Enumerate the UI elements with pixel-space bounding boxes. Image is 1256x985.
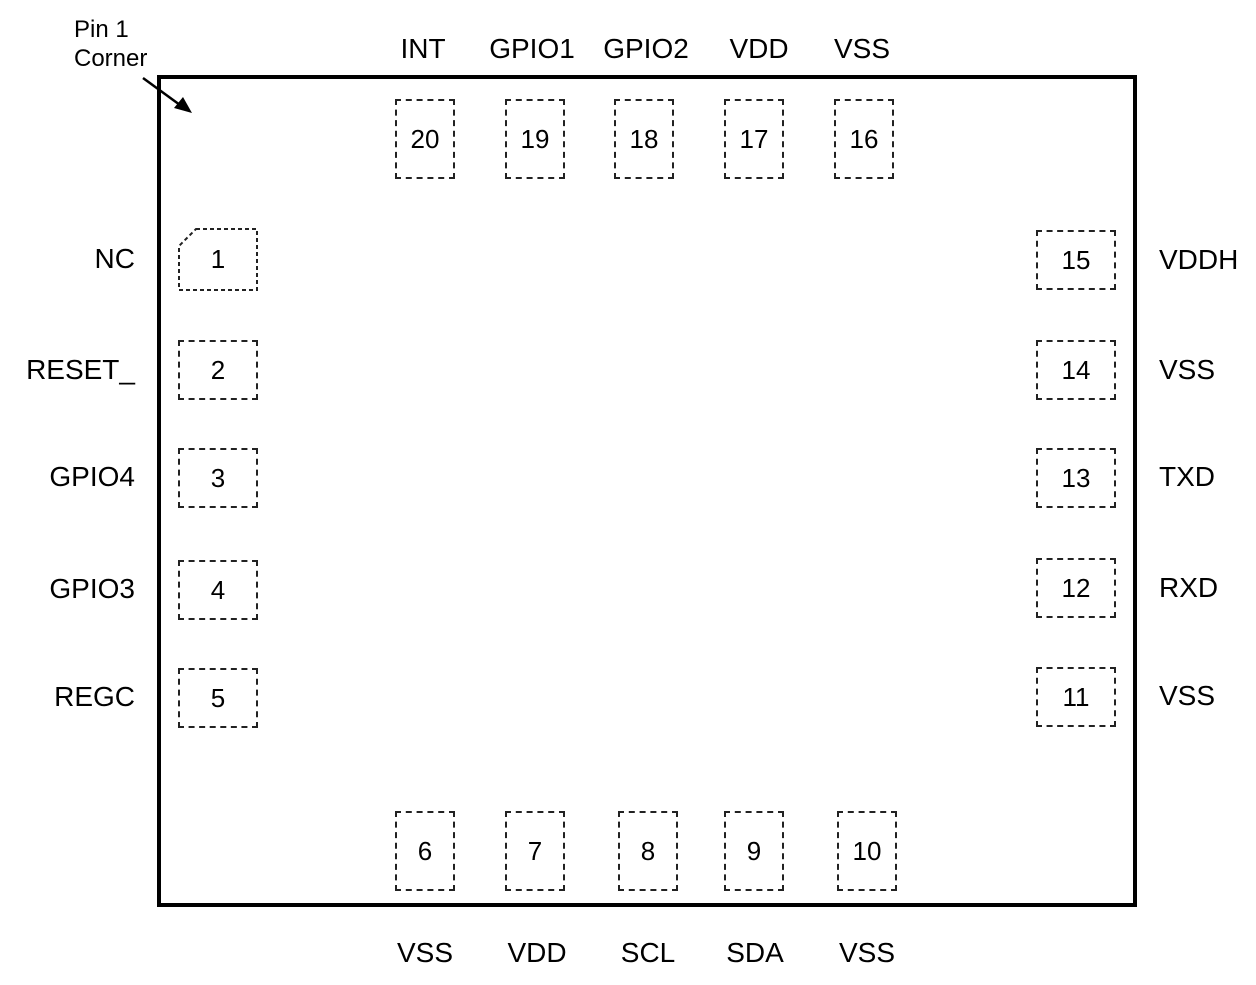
pin-label-14: VSS xyxy=(1159,354,1216,385)
pin-label-7: VDD xyxy=(507,937,567,968)
pad-17: 17 xyxy=(724,99,784,179)
pad-10: 10 xyxy=(837,811,897,891)
pad-9: 9 xyxy=(724,811,784,891)
pin-label-5: REGC xyxy=(54,681,135,712)
pin-number: 8 xyxy=(640,836,656,866)
pin-number: 4 xyxy=(210,575,226,605)
pad-6: 6 xyxy=(395,811,455,891)
pin-number: 1 xyxy=(210,244,226,274)
pin-number: 2 xyxy=(210,355,226,385)
pin-label-16: VSS xyxy=(833,33,891,64)
pin-label-1: NC xyxy=(94,243,135,274)
pin-label-12: RXD xyxy=(1159,572,1219,603)
pad-3: 3 xyxy=(178,448,258,508)
pad-18: 18 xyxy=(614,99,674,179)
pin-label-20: INT xyxy=(400,33,446,64)
pin-label-6: VSS xyxy=(396,937,454,968)
pin-number: 18 xyxy=(629,124,659,154)
pin-number: 10 xyxy=(852,836,882,866)
pad-1: 1 xyxy=(178,228,258,291)
pin-label-18: GPIO2 xyxy=(603,33,689,64)
pin1-corner-label-line2: Corner xyxy=(74,44,148,72)
pin-label-17: VDD xyxy=(729,33,789,64)
pin-number: 9 xyxy=(746,836,762,866)
pin-label-2: RESET_ xyxy=(26,354,135,385)
pad-2: 2 xyxy=(178,340,258,400)
pin-number: 20 xyxy=(410,124,440,154)
pin-label-13: TXD xyxy=(1159,461,1215,492)
pin-label-3: GPIO4 xyxy=(49,461,135,492)
pin-label-10: VSS xyxy=(838,937,896,968)
pin-number: 19 xyxy=(520,124,550,154)
pin1-arrow-icon xyxy=(142,76,192,113)
pin-label-8: SCL xyxy=(620,937,676,968)
pin-label-4: GPIO3 xyxy=(49,573,135,604)
pin-number: 17 xyxy=(739,124,769,154)
pad-13: 13 xyxy=(1036,448,1116,508)
pad-8: 8 xyxy=(618,811,678,891)
pad-15: 15 xyxy=(1036,230,1116,290)
pin-number: 12 xyxy=(1061,573,1091,603)
pad-19: 19 xyxy=(505,99,565,179)
pin1-chamfer-outline xyxy=(178,228,258,291)
pin-number: 3 xyxy=(210,463,226,493)
pin1-corner-label-line1: Pin 1 xyxy=(74,16,129,43)
pin-number: 7 xyxy=(527,836,543,866)
pin-number: 15 xyxy=(1061,245,1091,275)
pad-12: 12 xyxy=(1036,558,1116,618)
pin-label-11: VSS xyxy=(1159,680,1216,711)
pad-7: 7 xyxy=(505,811,565,891)
pin-number: 14 xyxy=(1061,355,1091,385)
pad-5: 5 xyxy=(178,668,258,728)
pad-16: 16 xyxy=(834,99,894,179)
package-outline xyxy=(157,75,1137,907)
pin-label-9: SDA xyxy=(726,937,784,968)
pad-14: 14 xyxy=(1036,340,1116,400)
pin-number: 13 xyxy=(1061,463,1091,493)
pad-20: 20 xyxy=(395,99,455,179)
pin-number: 11 xyxy=(1062,682,1090,712)
pin-number: 5 xyxy=(210,683,226,713)
pad-11: 11 xyxy=(1036,667,1116,727)
pin-label-15: VDDH xyxy=(1159,244,1239,275)
pin-number: 16 xyxy=(849,124,879,154)
pin-number: 6 xyxy=(417,836,433,866)
pad-4: 4 xyxy=(178,560,258,620)
pin1-corner-label: Pin 1 Corner xyxy=(74,16,147,74)
pin-label-19: GPIO1 xyxy=(489,33,575,64)
